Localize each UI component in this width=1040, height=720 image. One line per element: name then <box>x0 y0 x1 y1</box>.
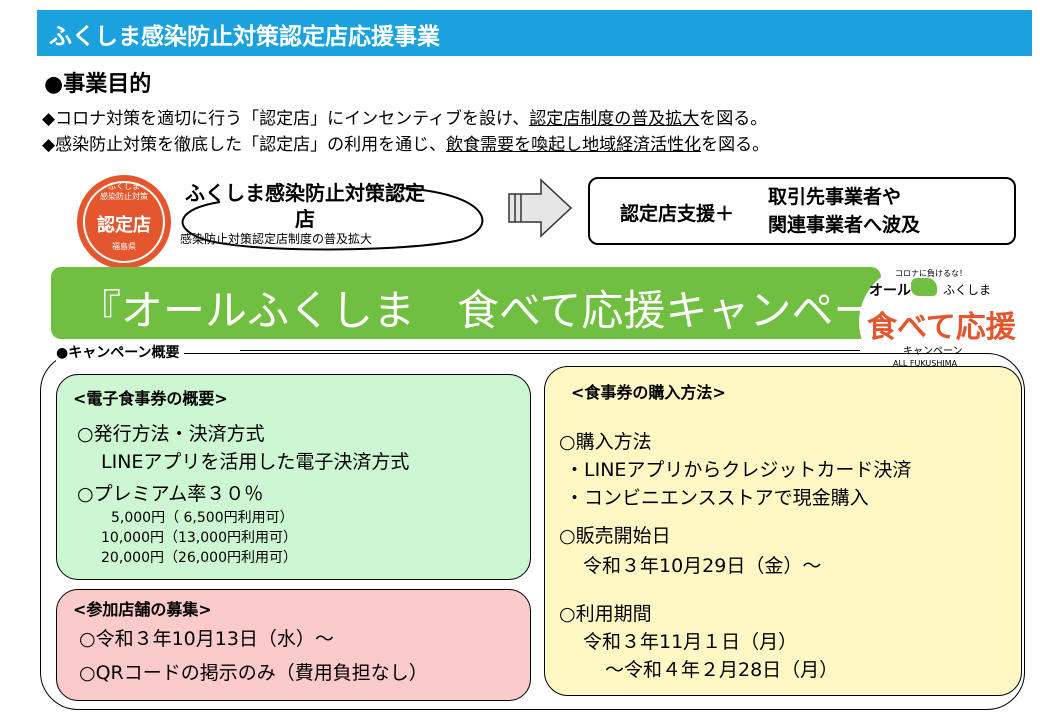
price-item: 5,000円（ 6,500円利用可） <box>111 510 294 526</box>
ticket-overview-panel: <電子食事券の概要> ○発行方法・決済方式 LINEアプリを活用した電子決済方式… <box>56 374 531 580</box>
fukushima-map-icon <box>911 278 937 296</box>
recruit-condition: ○QRコードの掲示のみ（費用負担なし） <box>79 662 428 684</box>
store-subtitle: 感染防止対策認定店制度の普及拡大 <box>180 232 373 246</box>
purpose-line-2: ◆感染防止対策を徹底した「認定店」の利用を通じ、飲食需要を喚起し地域経済活性化を… <box>42 135 770 155</box>
start-label: ○販売開始日 <box>559 525 671 547</box>
support-box: 認定店支援＋ 取引先事業者や 関連事業者へ波及 <box>588 177 1016 245</box>
right-arrow-icon <box>508 178 573 238</box>
method-item: ・コンビニエンスストアで現金購入 <box>565 487 869 509</box>
start-value: 令和３年10月29日（金）～ <box>583 555 822 577</box>
store-recruitment-panel: <参加店舗の募集> ○令和３年10月13日（水）～ ○QRコードの掲示のみ（費用… <box>56 589 531 701</box>
recruit-date: ○令和３年10月13日（水）～ <box>79 628 334 650</box>
price-item: 10,000円（13,000円利用可） <box>101 530 297 546</box>
purpose-heading: ●事業目的 <box>44 72 152 97</box>
page-title: ふくしま感染防止対策認定店応援事業 <box>49 24 440 50</box>
issue-label: ○発行方法・決済方式 <box>77 423 265 445</box>
price-item: 20,000円（26,000円利用可） <box>101 550 297 566</box>
support-label: 認定店支援＋ <box>620 203 735 225</box>
period-label: ○利用期間 <box>559 603 652 625</box>
overview-divider <box>240 350 860 351</box>
store-ellipse <box>181 187 484 251</box>
underlined-phrase: 飲食需要を喚起し地域経済活性化 <box>446 135 702 155</box>
overview-frame <box>40 353 1025 710</box>
recruit-title: <参加店舗の募集> <box>73 600 212 619</box>
period-end: ～令和４年２月28日（月） <box>605 659 839 681</box>
ripple-effect-label: 取引先事業者や 関連事業者へ波及 <box>768 186 921 236</box>
overview-heading: ●キャンペーン概要 <box>56 342 184 362</box>
purchase-title: <食事券の購入方法> <box>571 383 726 402</box>
premium-label: ○プレミアム率３０％ <box>77 483 264 505</box>
header-bar: ふくしま感染防止対策認定店応援事業 <box>37 10 1032 56</box>
issue-value: LINEアプリを活用した電子決済方式 <box>101 451 410 473</box>
method-label: ○購入方法 <box>559 431 652 453</box>
underlined-phrase: 認定店制度の普及拡大 <box>529 109 700 129</box>
purchase-method-panel: <食事券の購入方法> ○購入方法 ・LINEアプリからクレジットカード決済 ・コ… <box>544 366 1022 696</box>
certified-store-badge-icon: ふくしま感染防止対策 認定店 福島県 <box>77 175 171 269</box>
ticket-title: <電子食事券の概要> <box>73 389 228 408</box>
method-item: ・LINEアプリからクレジットカード決済 <box>565 459 912 481</box>
campaign-title: 『オールふくしま 食べて応援キャンペーン』 <box>79 286 958 335</box>
store-name: ふくしま感染防止対策認定店 <box>185 181 425 231</box>
campaign-banner: 『オールふくしま 食べて応援キャンペーン』 <box>51 267 957 339</box>
campaign-logo-icon: コロナに負けるな！ オール ふくしま 食べて応援 キャンペーン ALL FUKU… <box>859 262 1016 382</box>
purpose-line-1: ◆コロナ対策を適切に行う「認定店」にインセンティブを設け、認定店制度の普及拡大を… <box>42 109 768 129</box>
period-start: 令和３年11月１日（月） <box>583 631 798 653</box>
